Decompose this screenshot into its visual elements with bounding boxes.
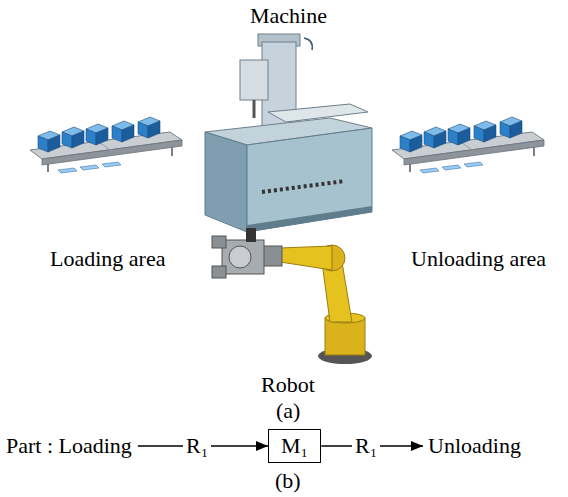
machine-box: M₁: [268, 429, 321, 463]
machine-label: Machine: [250, 3, 327, 29]
machine-illustration: [205, 34, 372, 232]
loading-conveyor: [30, 117, 182, 173]
robot-symbol: R₁: [183, 433, 211, 459]
unloading-conveyor: [392, 117, 544, 173]
subfigure-label: (a): [276, 398, 300, 424]
robot-illustration: [212, 228, 372, 364]
area-label: Loading area: [50, 246, 165, 272]
robot-symbol: R₁: [352, 433, 380, 459]
part-label: Unloading: [428, 433, 521, 459]
robot-label: Robot: [261, 372, 315, 398]
area-label: Unloading area: [411, 246, 546, 272]
part-label: Part : Loading: [6, 433, 132, 459]
box-text: M₁: [281, 433, 308, 459]
subfigure-label: (b): [275, 468, 301, 494]
